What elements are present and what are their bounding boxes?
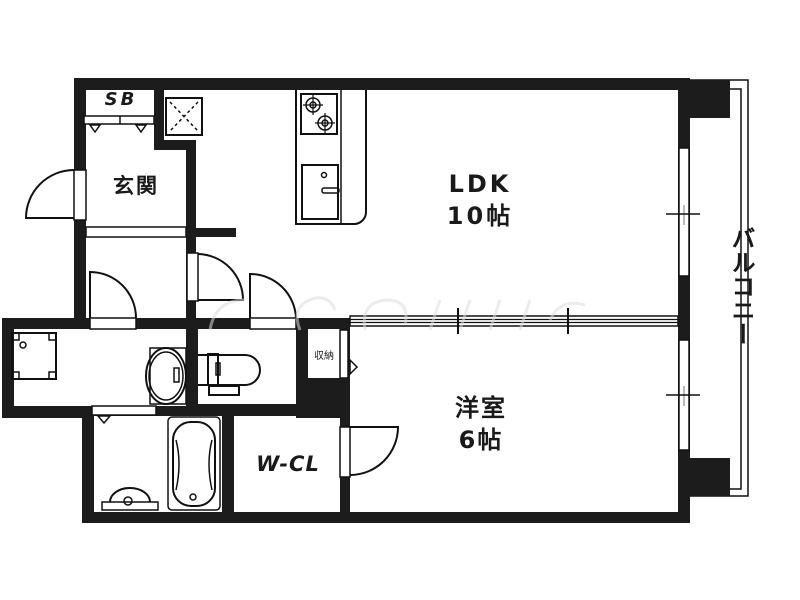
western-room-name: 洋室 [455,394,507,422]
ldk-door[interactable] [186,252,245,302]
toilet-door[interactable] [249,272,297,330]
window-western-room [666,339,700,451]
storage [308,329,359,379]
watermark [208,296,586,331]
walk-in-closet-door[interactable] [339,426,400,478]
storage-label: 収納 [314,351,334,362]
western-room-size: 6帖 [458,426,504,454]
western-room-label: 洋室 6帖 [436,392,526,456]
walk-in-closet-label: W-CL [256,452,320,476]
kitchen-stove [300,93,338,135]
ldk-name: LDK [448,170,512,198]
kitchen-counter [295,90,367,225]
shoe-box [83,115,155,134]
toilet [198,353,261,396]
entrance-door[interactable] [24,169,87,221]
balcony-label: バルコニー [727,226,755,346]
sliding-partition [349,308,679,334]
burner-icon [315,113,335,133]
window-ldk [666,147,700,277]
washing-machine-pan [11,332,57,380]
entrance-label: 玄関 [113,174,159,198]
entrance-step [85,226,187,238]
bathtub [167,416,221,511]
shoe-box-label: SB [104,89,138,110]
burner-icon [303,95,323,115]
ldk-size: 10帖 [446,202,514,230]
ventilation-shaft [165,97,203,136]
bath-entrance[interactable] [91,405,157,425]
ldk-label: LDK 10帖 [420,168,540,232]
kitchen-sink [301,164,340,220]
washbasin [145,347,187,405]
bath-sink [101,487,159,511]
washroom-door[interactable] [89,270,137,330]
exterior-walls [2,78,730,523]
